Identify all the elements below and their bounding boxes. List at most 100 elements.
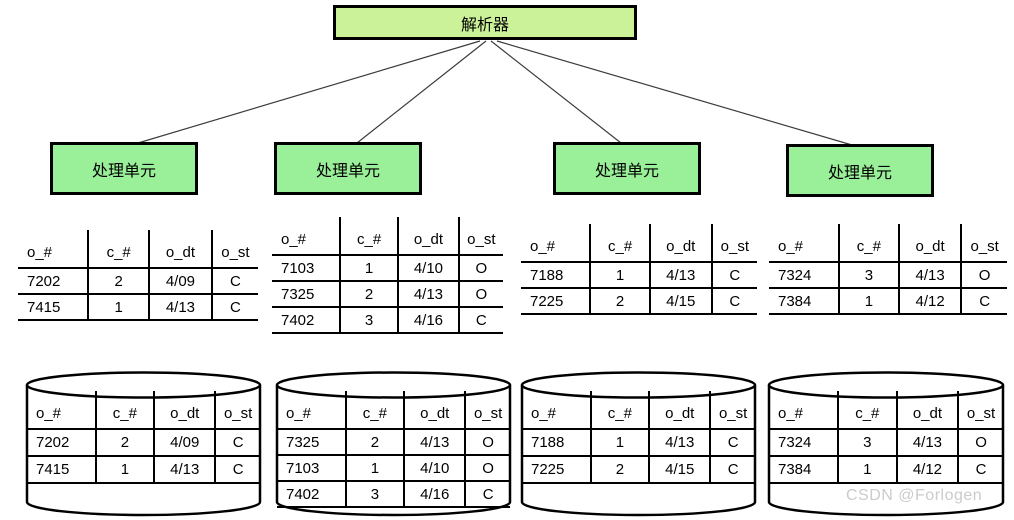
column-header: o_st: [958, 391, 1003, 430]
table-cell: 1: [838, 288, 900, 315]
table-cell: 3: [837, 429, 898, 457]
connector-parser-unit1: [137, 40, 481, 144]
column-header: o_dt: [649, 224, 713, 263]
processing-unit-box-4: 处理单元: [786, 144, 934, 197]
table-cell: 4/13: [898, 262, 963, 289]
table-cell: 2: [590, 456, 651, 484]
column-header: o_dt: [154, 391, 217, 430]
table-cell: 7325: [272, 281, 341, 308]
table-cell: 7402: [272, 307, 341, 334]
table-cell: 4/13: [649, 262, 713, 289]
watermark: CSDN @Forlogen: [846, 487, 983, 504]
table-cell: 2: [339, 281, 400, 308]
table-cell: 1: [95, 456, 156, 484]
column-header: c_#: [339, 217, 400, 256]
table-cell: 7402: [277, 481, 347, 508]
table-cell: 4/15: [649, 456, 712, 484]
column-header: o_#: [521, 224, 592, 263]
table-cell: O: [465, 455, 510, 482]
column-header: c_#: [838, 224, 900, 263]
table-cell: 3: [339, 307, 400, 334]
column-header: o_#: [272, 217, 341, 256]
table-cell: C: [458, 307, 503, 334]
column-header: o_st: [710, 391, 755, 430]
table-cell: 4/13: [154, 456, 217, 484]
table-cell: 4/15: [649, 288, 713, 315]
column-header: c_#: [88, 230, 150, 269]
parser-box: 解析器: [333, 5, 637, 40]
connector-parser-unit2: [356, 40, 487, 144]
table-cell: 7325: [277, 429, 347, 456]
table-cell: C: [958, 456, 1003, 484]
column-header: o_st: [211, 230, 258, 269]
table-cell: C: [710, 456, 755, 484]
column-header: o_st: [711, 224, 757, 263]
table-cell: 7202: [27, 429, 97, 457]
table-cell: 4/10: [398, 255, 460, 282]
column-header: c_#: [837, 391, 898, 430]
column-header: o_#: [769, 391, 839, 430]
table-cell: C: [711, 262, 757, 289]
table-cell: 2: [88, 268, 150, 295]
table-cell: 7225: [522, 456, 592, 484]
column-header: o_dt: [148, 230, 213, 269]
table-cell: 4/13: [148, 294, 213, 321]
processing-unit-label: 处理单元: [315, 162, 380, 180]
processing-unit-label: 处理单元: [594, 162, 659, 180]
column-header: o_#: [522, 391, 592, 430]
table-cell: 7415: [27, 456, 97, 484]
table-cell: C: [710, 429, 755, 457]
table-cell: 3: [838, 262, 900, 289]
table-cell: 2: [95, 429, 156, 457]
column-header: o_dt: [404, 391, 467, 430]
table-cell: C: [211, 268, 258, 295]
table-cell: 7202: [18, 268, 90, 295]
table-cell: O: [458, 255, 503, 282]
table-cell: 4/09: [148, 268, 213, 295]
table-cell: O: [958, 429, 1003, 457]
table-cell: C: [961, 288, 1007, 315]
column-header: o_dt: [649, 391, 712, 430]
table-cell: 1: [837, 456, 898, 484]
column-header: o_st: [215, 391, 260, 430]
table-cell: 7188: [522, 429, 592, 457]
table-cell: 4/16: [398, 307, 460, 334]
column-header: o_#: [769, 224, 840, 263]
column-header: o_st: [961, 224, 1007, 263]
column-header: o_dt: [898, 224, 963, 263]
connector-parser-unit4: [496, 40, 853, 146]
table-cell: 1: [590, 262, 651, 289]
table-cell: 4/13: [649, 429, 712, 457]
parser-label: 解析器: [460, 16, 509, 34]
table-cell: 1: [590, 429, 651, 457]
connector-parser-unit3: [490, 40, 622, 144]
table-cell: 4/13: [404, 429, 467, 456]
column-header: o_#: [18, 230, 90, 269]
